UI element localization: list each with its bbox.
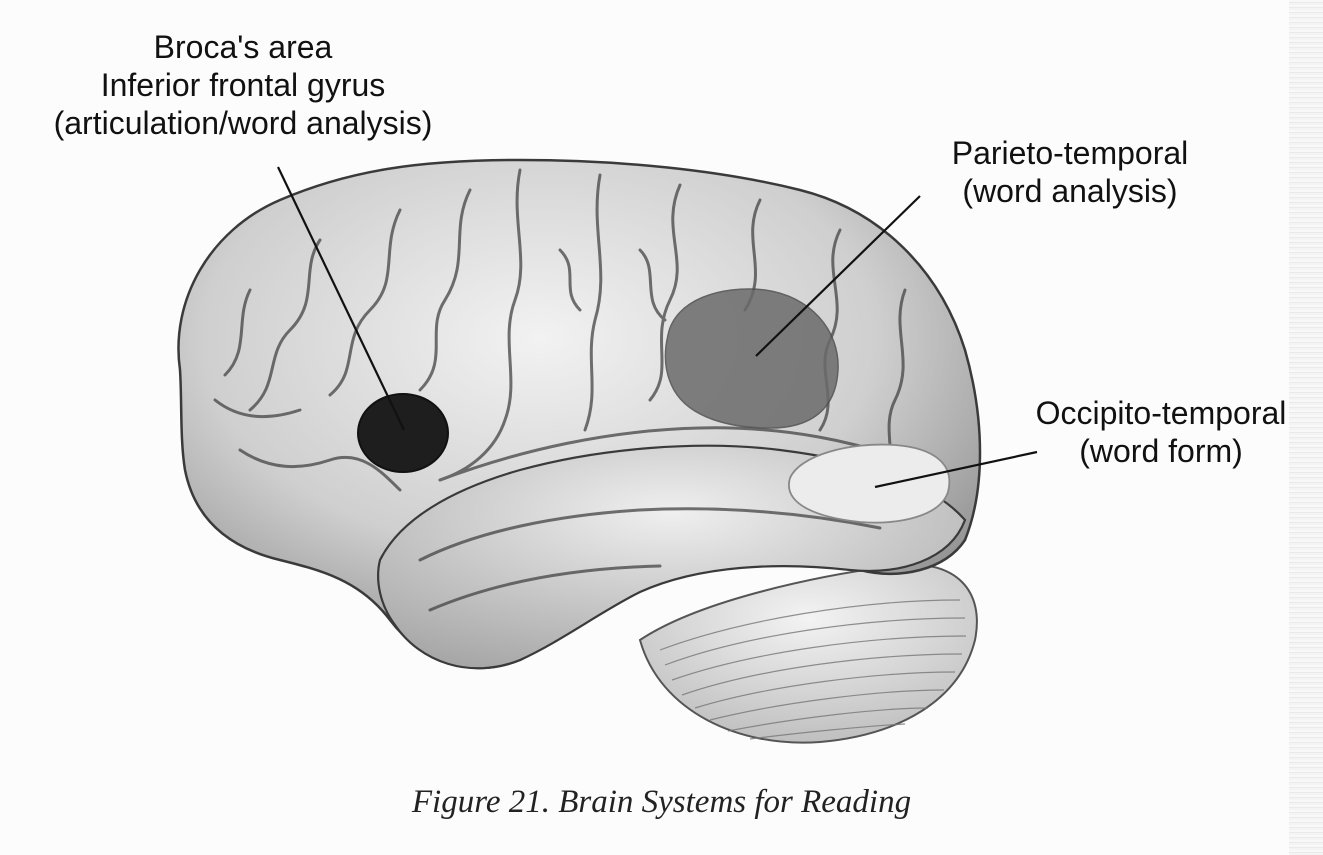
broca-label: Broca's area Inferior frontal gyrus (art…	[8, 28, 478, 142]
cerebellum	[640, 564, 977, 742]
broca-label-line1: Broca's area	[8, 28, 478, 66]
broca-region	[358, 394, 448, 472]
parieto-temporal-region	[666, 289, 839, 428]
broca-label-line3: (articulation/word analysis)	[8, 104, 478, 142]
occipito-temporal-label: Occipito-temporal (word form)	[1006, 394, 1316, 470]
occipito-label-line2: (word form)	[1006, 432, 1316, 470]
figure-caption: Figure 21. Brain Systems for Reading	[0, 784, 1323, 821]
parieto-label-line1: Parieto-temporal	[920, 134, 1220, 172]
parieto-label-line2: (word analysis)	[920, 172, 1220, 210]
broca-label-line2: Inferior frontal gyrus	[8, 66, 478, 104]
parieto-temporal-label: Parieto-temporal (word analysis)	[920, 134, 1220, 210]
occipito-label-line1: Occipito-temporal	[1006, 394, 1316, 432]
